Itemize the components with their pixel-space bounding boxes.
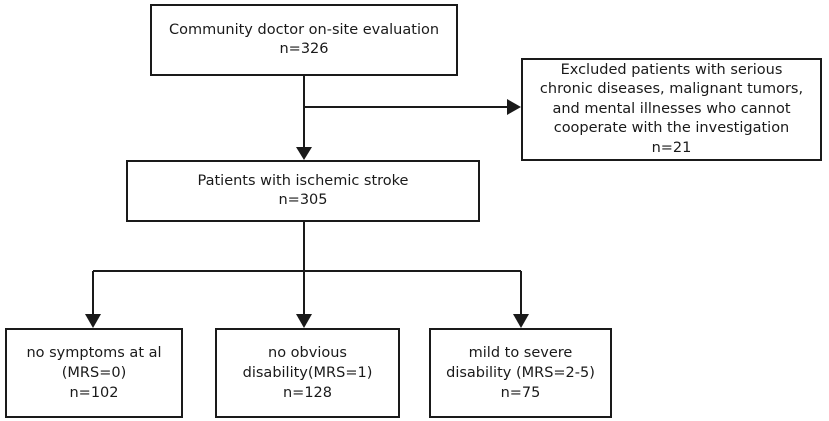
group-label: mild to severe	[468, 345, 573, 361]
group-mrs: disability (MRS=2-5)	[446, 365, 595, 381]
excluded-text-line-3: and mental illnesses who cannot	[552, 100, 791, 117]
group-mrs: disability(MRS=1)	[242, 365, 373, 381]
group-label: no symptoms at al	[26, 345, 162, 361]
ischemic-stroke-box: Patients with ischemic stroke n=305	[126, 160, 480, 222]
evaluation-title: Community doctor on-site evaluation	[168, 22, 440, 38]
group-box-mild-to-severe: mild to severe disability (MRS=2-5) n=75	[429, 328, 612, 418]
arrowhead-to-left-group	[85, 314, 101, 328]
excluded-count: n=21	[651, 139, 692, 156]
evaluation-count: n=326	[279, 41, 329, 57]
group-box-no-symptoms: no symptoms at al (MRS=0) n=102	[5, 328, 183, 418]
excluded-text-line-4: cooperate with the investigation	[553, 120, 790, 137]
excluded-text-line-1: Excluded patients with serious	[560, 61, 783, 78]
arrowhead-to-center-group	[296, 314, 312, 328]
arrowhead-to-right-group	[513, 314, 529, 328]
ischemic-stroke-title: Patients with ischemic stroke	[197, 173, 409, 189]
group-count: n=102	[69, 385, 119, 401]
ischemic-stroke-count: n=305	[278, 192, 328, 208]
arrowhead-to-excluded	[507, 99, 521, 115]
group-mrs: (MRS=0)	[61, 365, 127, 381]
group-count: n=128	[282, 385, 332, 401]
excluded-box: Excluded patients with serious chronic d…	[521, 58, 822, 161]
excluded-text-line-2: chronic diseases, malignant tumors,	[539, 81, 804, 98]
group-box-no-obvious-disability: no obvious disability(MRS=1) n=128	[215, 328, 400, 418]
arrowhead-to-stroke	[296, 147, 312, 160]
evaluation-box: Community doctor on-site evaluation n=32…	[150, 4, 458, 76]
group-label: no obvious	[268, 345, 347, 361]
group-count: n=75	[500, 385, 541, 401]
